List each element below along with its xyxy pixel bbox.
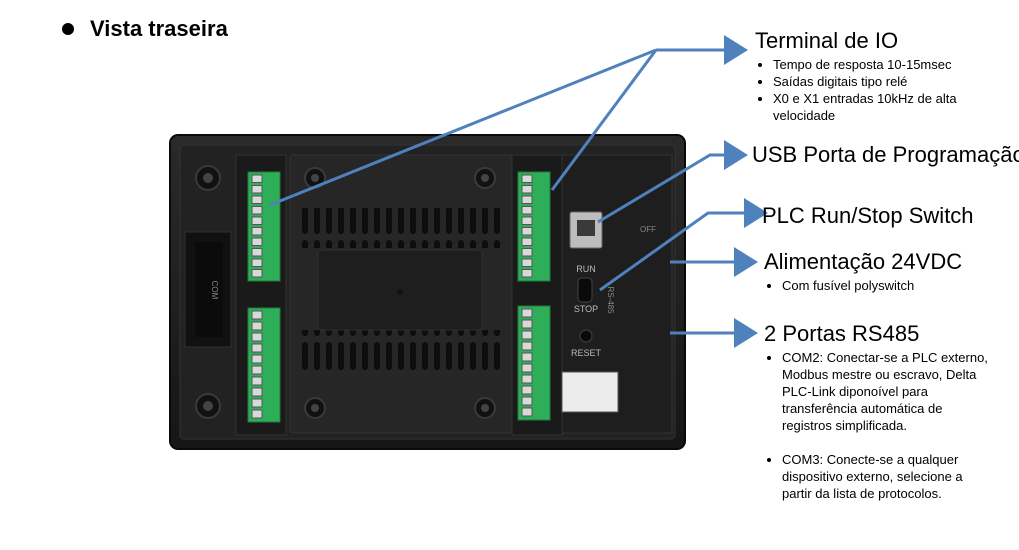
terminal-screw: [251, 343, 263, 353]
terminal-screw: [521, 174, 533, 183]
io-bullet: Tempo de resposta 10-15msec: [773, 56, 1010, 73]
terminal-screw: [521, 374, 533, 384]
terminal-screw: [521, 216, 533, 225]
io-arrow-right: [550, 49, 658, 191]
terminal-screw: [521, 258, 533, 267]
terminal-screw: [521, 319, 533, 329]
terminal-screw: [251, 376, 263, 386]
power-bullet: Com fusível polyswitch: [782, 277, 1004, 294]
reset-label: RESET: [571, 348, 602, 358]
power-bullets: Com fusível polyswitch: [764, 277, 1004, 294]
page-title: Vista traseira: [90, 16, 228, 41]
page-header: Vista traseira: [62, 16, 228, 42]
switch-title: PLC Run/Stop Switch: [762, 203, 974, 228]
terminal-screw: [251, 387, 263, 397]
rs485-bullets: COM2: Conectar-se a PLC externo, Modbus …: [764, 349, 994, 502]
callout-usb: USB Porta de Programação: [752, 142, 1019, 168]
run-stop-switch: [577, 277, 593, 303]
terminal-screw: [521, 407, 533, 417]
callout-io: Terminal de IO Tempo de resposta 10-15ms…: [755, 28, 1010, 124]
terminal-screw: [251, 365, 263, 375]
off-label: OFF: [640, 225, 656, 234]
terminal-screw: [251, 269, 263, 278]
terminal-screw: [521, 396, 533, 406]
terminal-screw: [521, 185, 533, 194]
terminal-screw: [251, 321, 263, 331]
callout-power: Alimentação 24VDC Com fusível polyswitch: [764, 249, 1004, 294]
terminal-screw: [521, 269, 533, 278]
terminal-screw: [521, 363, 533, 373]
terminal-screw: [251, 409, 263, 419]
terminal-screw: [521, 237, 533, 246]
terminal-screw: [251, 310, 263, 320]
terminal-screw: [251, 258, 263, 267]
terminal-screw: [251, 237, 263, 246]
terminal-screw: [521, 385, 533, 395]
terminal-screw: [521, 352, 533, 362]
run-label: RUN: [576, 264, 596, 274]
bullet-icon: [62, 23, 74, 35]
reset-button: [579, 329, 593, 343]
rs485-label: RS-485: [606, 286, 615, 314]
terminal-screw: [251, 227, 263, 236]
io-title: Terminal de IO: [755, 28, 899, 53]
stop-label: STOP: [574, 304, 598, 314]
terminal-screw: [251, 174, 263, 183]
rs485-title: 2 Portas RS485: [764, 321, 920, 346]
switch-arrow: [599, 198, 768, 292]
terminal-screw: [251, 195, 263, 204]
power-title: Alimentação 24VDC: [764, 249, 963, 274]
usb-title: USB Porta de Programação: [752, 142, 1019, 167]
top-vents: [300, 208, 500, 248]
io-bullets: Tempo de resposta 10-15msec Saídas digit…: [755, 56, 1010, 124]
terminal-screw: [521, 248, 533, 257]
io-bullet: Saídas digitais tipo relé: [773, 73, 1010, 90]
usb-arrow: [597, 140, 748, 224]
terminal-screw: [521, 330, 533, 340]
terminal-screw: [251, 185, 263, 194]
callout-switch: PLC Run/Stop Switch: [762, 203, 974, 229]
terminal-screw: [251, 332, 263, 342]
terminal-screw: [251, 354, 263, 364]
bottom-vents: [300, 330, 500, 370]
terminal-screw: [521, 195, 533, 204]
terminal-screw: [521, 206, 533, 215]
terminal-screw: [521, 227, 533, 236]
callout-rs485: 2 Portas RS485 COM2: Conectar-se a PLC e…: [764, 321, 994, 502]
io-arrow-left: [269, 48, 657, 207]
com-label: COM: [210, 281, 219, 300]
terminal-screw: [521, 308, 533, 318]
terminal-screw: [251, 216, 263, 225]
rs485-bullet: COM2: Conectar-se a PLC externo, Modbus …: [782, 349, 994, 434]
terminal-screw: [521, 341, 533, 351]
io-bullet: X0 e X1 entradas 10kHz de alta velocidad…: [773, 90, 1010, 124]
terminal-screw: [251, 206, 263, 215]
rs485-bullet: COM3: Conecte-se a qualquer dispositivo …: [782, 451, 994, 502]
terminal-screw: [251, 398, 263, 408]
terminal-screw: [251, 248, 263, 257]
